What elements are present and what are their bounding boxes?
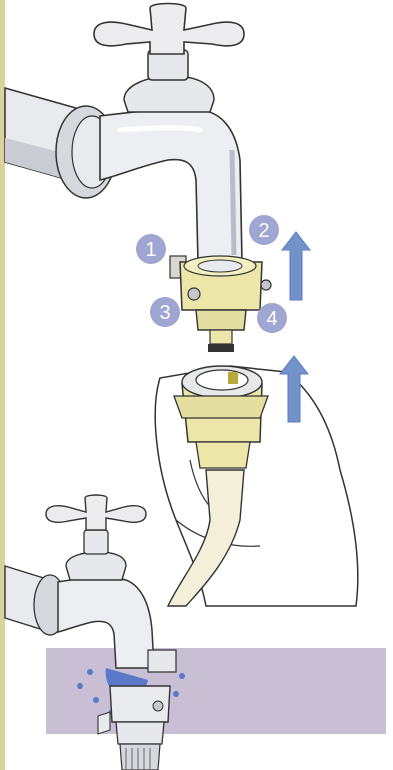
step-badge-3: 3 <box>150 297 180 327</box>
step-badge-4: 4 <box>257 303 287 333</box>
step-label: 4 <box>266 308 277 330</box>
step-label: 3 <box>159 302 170 324</box>
tap-bonnet <box>124 50 214 112</box>
tap-cross-handle <box>94 4 244 55</box>
highlight-panel <box>46 648 386 734</box>
step-label: 1 <box>145 239 156 261</box>
tap-body <box>100 109 242 262</box>
step-badge-1: 1 <box>136 234 166 264</box>
small-tap-body <box>58 530 154 668</box>
small-wall-pipe <box>5 566 66 635</box>
step-badge-2: 2 <box>249 215 279 245</box>
small-tap-cross-handle <box>46 495 146 530</box>
up-arrow-icon <box>282 232 310 300</box>
brass-tap-connector <box>170 256 271 352</box>
step-label: 2 <box>258 220 269 242</box>
